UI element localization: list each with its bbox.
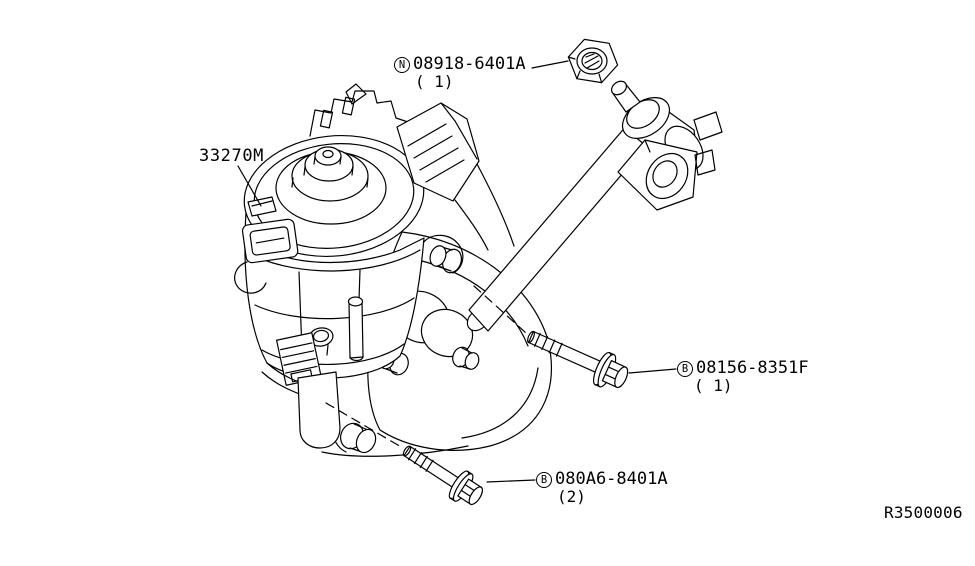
callout-nut[interactable]: N 08918-6401A ( 1) xyxy=(394,54,526,91)
leader-lines xyxy=(237,60,677,483)
figure-reference-code: R3500006 xyxy=(884,503,963,522)
bolt-upper-part-number: 08156-8351F xyxy=(696,358,809,378)
bolt-upper-drawing xyxy=(473,285,629,389)
motor-assembly-drawing xyxy=(234,83,480,457)
callout-bolt-upper[interactable]: B 08156-8351F ( 1) xyxy=(677,358,809,395)
nut-part-number: 08918-6401A xyxy=(413,54,526,74)
bolt-lower-quantity: (2) xyxy=(557,487,586,506)
bolt-lower-prefix-badge: B xyxy=(536,471,552,488)
callout-bolt-lower[interactable]: B 080A6-8401A (2) xyxy=(536,469,668,506)
nut-quantity: ( 1) xyxy=(415,72,454,91)
main-part-number: 33270M xyxy=(199,146,265,166)
bolt-upper-prefix-badge: B xyxy=(677,360,693,377)
linkage-assembly-drawing xyxy=(610,80,723,211)
nut-prefix-badge: N xyxy=(394,56,410,73)
bolt-upper-quantity: ( 1) xyxy=(694,376,733,395)
bolt-lower-part-number: 080A6-8401A xyxy=(555,469,668,489)
bolt-lower-drawing xyxy=(325,402,484,506)
callout-main-part[interactable]: 33270M xyxy=(199,146,264,165)
flange-nut-drawing xyxy=(567,38,619,84)
